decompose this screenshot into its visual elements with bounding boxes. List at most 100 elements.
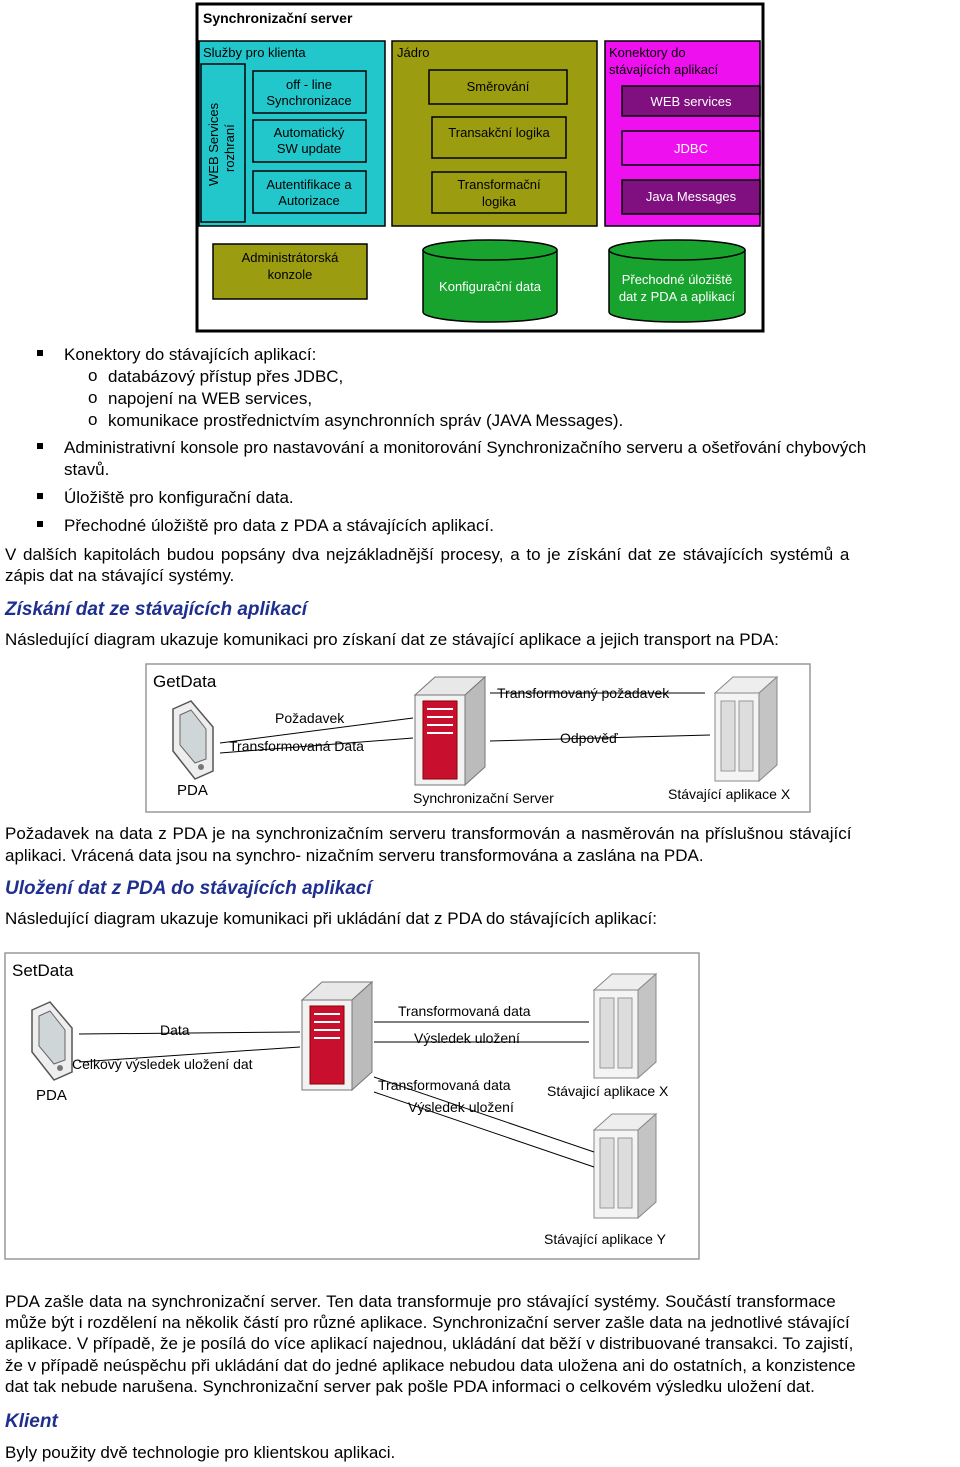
transform-logic-line1: Transformační <box>457 177 541 192</box>
getdata-server-label: Synchronizační Server <box>413 790 554 806</box>
bullet-marker <box>37 493 43 499</box>
jdbc-connector-label: JDBC <box>674 141 708 156</box>
setdata-app-x-label: Stávajicí aplikace X <box>547 1083 669 1099</box>
transaction-logic-box <box>431 116 567 159</box>
data-label: Data <box>160 1022 190 1038</box>
request-arrow <box>219 717 414 744</box>
transformed-data-y-arrow <box>373 1076 595 1153</box>
paragraph-get-desc-line1: Požadavek na data z PDA je na synchroniz… <box>5 824 852 843</box>
config-data-label: Konfigurační data <box>439 279 542 294</box>
bullet-marker <box>37 521 43 527</box>
auth-line2: Autorizace <box>278 193 339 208</box>
response-arrow <box>489 734 711 742</box>
connectors-title-line2: stávajících aplikací <box>609 62 718 77</box>
pda-icon <box>31 1001 73 1081</box>
bullet-marker <box>37 350 43 356</box>
existing-app-x-icon <box>713 675 779 783</box>
paragraph-intro-line1: V dalších kapitolách budou popsány dva n… <box>5 545 850 564</box>
paragraph-set-desc-line1: PDA zašle data na synchronizační server.… <box>5 1292 836 1311</box>
paragraph-set-intro: Následující diagram ukazuje komunikaci p… <box>5 909 657 928</box>
pda-icon <box>172 700 214 780</box>
result-x-label: Výsledek uložení <box>414 1030 520 1046</box>
admin-console-box <box>212 243 368 300</box>
temp-storage-cylinder <box>608 239 746 323</box>
response-label: Odpověď <box>560 730 618 746</box>
overall-result-arrow <box>78 1046 301 1063</box>
list-item-connectors: Konektory do stávajících aplikací: <box>64 345 317 364</box>
routing-label: Směrování <box>467 79 530 94</box>
architecture-diagram: Synchronizační server Služby pro klienta… <box>195 2 765 333</box>
admin-console-line2: konzole <box>268 267 313 282</box>
result-y-label: Výsledek uložení <box>408 1099 514 1115</box>
paragraph-set-desc-line4: že v případě neúspěchu při ukládání dat … <box>5 1356 856 1375</box>
setdata-app-y-label: Stávající aplikace Y <box>544 1231 667 1247</box>
auto-update-line1: Automatický <box>274 125 345 140</box>
java-messages-connector <box>621 179 761 215</box>
offline-sync-box <box>252 70 367 114</box>
heading-set-data: Uložení dat z PDA do stávajících aplikac… <box>5 878 372 899</box>
web-services-vertical-2: rozhraní <box>222 124 237 172</box>
getdata-app-label: Stávající aplikace X <box>668 786 791 802</box>
setdata-title: SetData <box>12 961 74 980</box>
transformed-data-arrow <box>219 737 414 754</box>
list-subitem-jms: komunikace prostřednictvím asynchronních… <box>108 411 624 430</box>
admin-console-line1: Administrátorská <box>242 250 340 265</box>
auto-update-line2: SW update <box>277 141 341 156</box>
core-title: Jádro <box>397 45 430 60</box>
jdbc-connector <box>621 130 761 166</box>
connectors-title-line1: Konektory do <box>609 45 686 60</box>
web-services-connector <box>621 85 761 117</box>
list-item-admin-cont: stavů. <box>64 460 110 479</box>
getdata-pda-label: PDA <box>177 782 208 799</box>
getdata-diagram: GetData PDA Synchronizační Server Stávaj… <box>145 663 811 813</box>
transformed-data-label: Transformovaná Data <box>229 738 364 754</box>
heading-get-data: Získání dat ze stávajících aplikací <box>5 599 308 620</box>
list-item-config: Úložiště pro konfigurační data. <box>64 488 294 507</box>
result-y-arrow <box>373 1091 595 1168</box>
sub-bullet-marker: o <box>88 410 98 429</box>
setdata-diagram: SetData PDA Stávajicí aplikace X Stávají… <box>4 952 700 1260</box>
existing-app-x-icon <box>592 972 658 1080</box>
web-services-interface-box <box>200 63 246 223</box>
existing-app-y-icon <box>592 1112 658 1220</box>
getdata-title: GetData <box>153 672 217 691</box>
auto-update-box <box>252 119 367 163</box>
server-title: Synchronizační server <box>203 10 353 26</box>
transformed-data-y-label: Transformovaná data <box>378 1077 511 1093</box>
temp-storage-line1: Přechodné úložiště <box>622 272 733 287</box>
config-data-cylinder <box>422 239 558 323</box>
web-services-vertical-1: WEB Services <box>206 102 221 186</box>
auth-line1: Autentifikace a <box>266 177 352 192</box>
transformed-request-label: Transformovaný požadavek <box>497 685 670 701</box>
data-arrow <box>78 1031 301 1035</box>
sub-bullet-marker: o <box>88 388 98 407</box>
sync-server-icon <box>300 980 374 1092</box>
request-label: Požadavek <box>275 710 345 726</box>
sub-bullet-marker: o <box>88 366 98 385</box>
paragraph-intro-line2: zápis dat na stávající systémy. <box>5 566 235 585</box>
auth-box <box>252 170 367 214</box>
sync-server-icon <box>413 675 487 787</box>
transformed-data-x-label: Transformovaná data <box>398 1003 531 1019</box>
transform-logic-line2: logika <box>482 194 517 209</box>
offline-sync-line2: Synchronizace <box>266 93 351 108</box>
list-item-admin: Administrativní konsole pro nastavování … <box>64 438 867 457</box>
transaction-logic-label: Transakční logika <box>448 125 550 140</box>
bullet-marker <box>37 443 43 449</box>
list-item-temp: Přechodné úložiště pro data z PDA a stáv… <box>64 516 494 535</box>
web-services-connector-label: WEB services <box>651 94 732 109</box>
transform-logic-box <box>431 171 567 214</box>
paragraph-get-intro: Následující diagram ukazuje komunikaci p… <box>5 630 779 649</box>
client-services-title: Služby pro klienta <box>203 45 306 60</box>
heading-client: Klient <box>5 1411 58 1432</box>
paragraph-set-desc-line5: dat tak nebude narušena. Synchronizační … <box>5 1377 815 1396</box>
overall-result-label: Celkový výsledek uložení dat <box>72 1056 253 1072</box>
paragraph-client: Byly použity dvě technologie pro klients… <box>5 1443 396 1462</box>
routing-box <box>428 69 568 105</box>
java-messages-connector-label: Java Messages <box>646 189 737 204</box>
paragraph-set-desc-line3: aplikace. V případě, že je posílá do víc… <box>5 1334 854 1353</box>
offline-sync-line1: off - line <box>286 77 332 92</box>
list-subitem-web: napojení na WEB services, <box>108 389 313 408</box>
paragraph-set-desc-line2: může být i rozdělení na několik částí pr… <box>5 1313 850 1332</box>
temp-storage-line2: dat z PDA a aplikací <box>619 289 736 304</box>
